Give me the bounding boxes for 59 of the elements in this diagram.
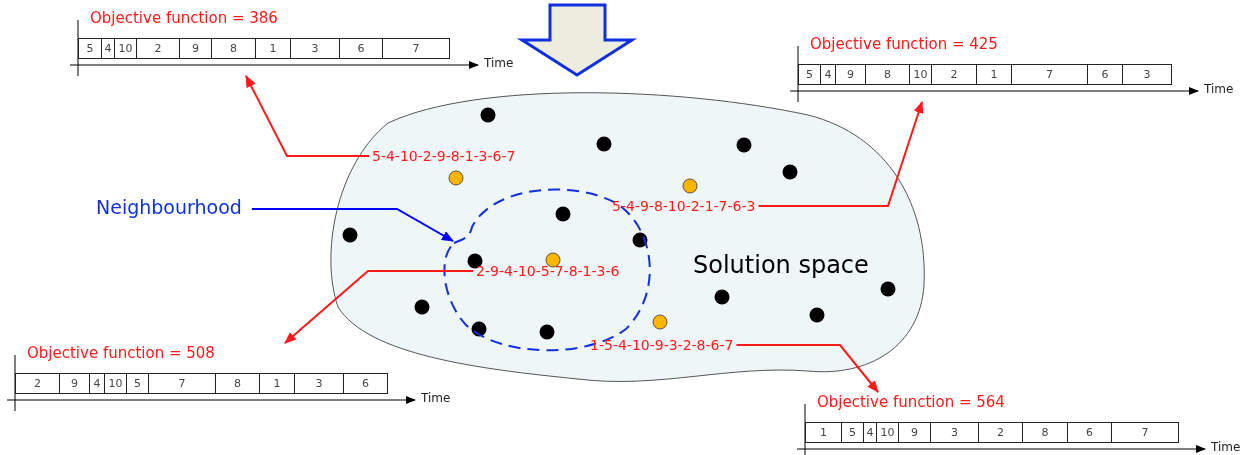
task-cell: 1 <box>976 64 1012 85</box>
task-cell: 1 <box>259 373 295 394</box>
task-cell: 3 <box>290 38 340 59</box>
task-cell: 4 <box>863 422 877 443</box>
arrow <box>735 344 879 393</box>
arrow <box>757 101 924 207</box>
region-label: Solution space <box>693 251 869 279</box>
task-cell: 3 <box>1122 64 1172 85</box>
task-cell: 7 <box>1011 64 1088 85</box>
region-label: Neighbourhood <box>96 196 242 218</box>
arrow <box>284 270 474 344</box>
task-cell: 4 <box>101 38 115 59</box>
arrow <box>250 208 454 242</box>
task-cell: 7 <box>148 373 216 394</box>
task-cell: 7 <box>382 38 450 59</box>
task-cell: 8 <box>215 373 260 394</box>
task-cell: 4 <box>820 64 836 85</box>
solution-sequence: 2-9-4-10-5-7-8-1-3-6 <box>476 263 620 279</box>
task-cell: 2 <box>931 64 977 85</box>
task-cell: 5 <box>78 38 102 59</box>
task-cell: 8 <box>865 64 910 85</box>
solution-sequence: 5-4-10-2-9-8-1-3-6-7 <box>372 148 516 164</box>
axis-label: Time <box>1204 82 1234 96</box>
task-cell: 10 <box>909 64 932 85</box>
task-cell: 2 <box>15 373 60 394</box>
task-cell: 2 <box>136 38 180 59</box>
task-cell: 6 <box>1087 64 1123 85</box>
task-cell: 7 <box>1111 422 1179 443</box>
solution-sequence: 5-4-9-8-10-2-1-7-6-3 <box>612 198 756 214</box>
task-cell: 6 <box>1067 422 1112 443</box>
task-cell: 5 <box>841 422 864 443</box>
task-cell: 2 <box>978 422 1023 443</box>
task-cell: 1 <box>255 38 291 59</box>
task-cell: 9 <box>835 64 866 85</box>
objective-heading: Objective function = 508 <box>27 344 215 362</box>
task-cell: 3 <box>930 422 979 443</box>
task-cell: 6 <box>339 38 383 59</box>
task-cell: 10 <box>104 373 127 394</box>
solution-sequence: 1-5-4-10-9-3-2-8-6-7 <box>590 337 734 353</box>
task-cell: 5 <box>798 64 821 85</box>
objective-heading: Objective function = 386 <box>90 9 278 27</box>
task-cell: 10 <box>114 38 137 59</box>
task-cell: 9 <box>179 38 212 59</box>
task-cell: 9 <box>898 422 931 443</box>
task-cell: 5 <box>126 373 149 394</box>
task-cell: 10 <box>876 422 899 443</box>
task-cell: 9 <box>59 373 90 394</box>
axis-label: Time <box>484 56 514 70</box>
task-cell: 3 <box>294 373 344 394</box>
task-cell: 8 <box>1022 422 1068 443</box>
axis-label: Time <box>421 391 451 405</box>
objective-heading: Objective function = 564 <box>817 393 1005 411</box>
objective-heading: Objective function = 425 <box>810 35 998 53</box>
task-cell: 1 <box>805 422 842 443</box>
arrow <box>245 75 370 157</box>
task-cell: 8 <box>211 38 256 59</box>
axis-label: Time <box>1211 440 1241 454</box>
task-cell: 6 <box>343 373 388 394</box>
task-cell: 4 <box>89 373 105 394</box>
